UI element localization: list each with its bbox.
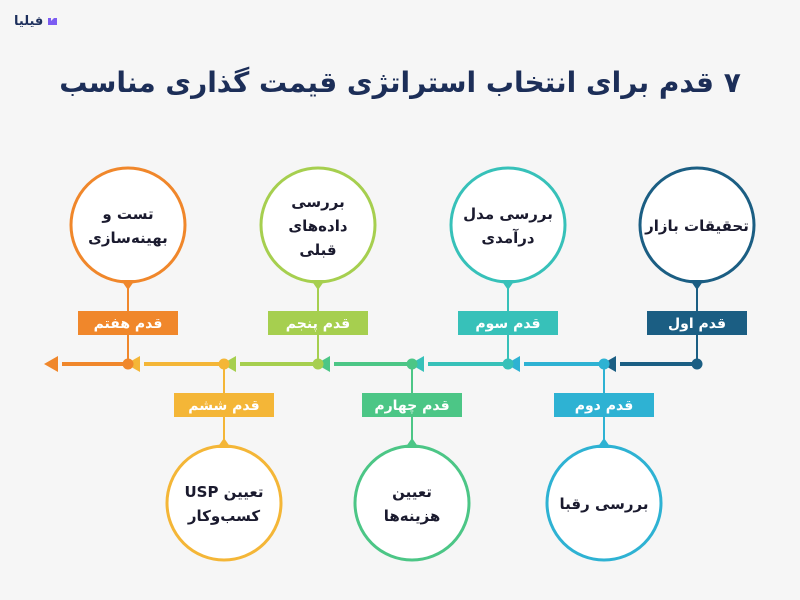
step-3-dot (502, 358, 514, 370)
page-title: ۷ قدم برای انتخاب استراتژی قیمت گذاری من… (59, 66, 741, 99)
step-7-text-line: تست و (101, 205, 153, 223)
step-5-label-bg (268, 311, 368, 335)
brand-name: فیلیا (14, 14, 44, 29)
step-2-label-bg (554, 393, 654, 417)
step-3-label: قدم سوم (475, 316, 540, 332)
step-1: قدم اول تحقیقات بازار (638, 166, 756, 370)
step-3-text-line: درآمدی (481, 229, 534, 247)
step-4-dot (406, 358, 418, 370)
step-4-label-bg (362, 393, 462, 417)
timeline-segment-7 (44, 356, 128, 372)
step-2-dot (598, 358, 610, 370)
step-7: قدم هفتم تست و بهینه‌سازی (69, 166, 187, 370)
step-1-text-line: تحقیقات بازار (644, 217, 749, 235)
timeline-segment-6 (126, 356, 224, 372)
step-7-bubble (69, 166, 187, 284)
step-6-text-line: تعیین USP (184, 483, 263, 501)
step-1-label-bg (647, 311, 747, 335)
step-7-label: قدم هفتم (94, 316, 163, 332)
step-5-dot (312, 358, 324, 370)
step-3-bubble (449, 166, 567, 284)
timeline-segment-3 (410, 356, 508, 372)
brand-logo: فیلیا (14, 14, 58, 29)
step-6: قدم ششم تعیین USP کسب‌وکار (165, 358, 283, 562)
timeline-segment-5 (222, 356, 318, 372)
step-7-text-line: بهینه‌سازی (88, 229, 168, 247)
step-2-label: قدم دوم (575, 398, 634, 414)
timeline-segment-2 (506, 356, 604, 372)
step-5-text-line: داده‌های (288, 217, 347, 235)
step-2-text-line: بررسی رقبا (560, 495, 649, 513)
step-6-bubble (165, 444, 283, 562)
step-4-text-line: هزینه‌ها (384, 507, 441, 525)
step-1-dot (691, 358, 703, 370)
step-5-text-line: بررسی (291, 193, 345, 211)
timeline-segment-4 (316, 356, 412, 372)
step-4-label: قدم چهارم (374, 398, 449, 414)
step-7-label-bg (78, 311, 178, 335)
step-4-text-line: تعیین (392, 483, 432, 501)
step-6-text-line: کسب‌وکار (187, 507, 260, 525)
step-3-label-bg (458, 311, 558, 335)
step-5-label: قدم پنجم (286, 316, 350, 332)
timeline-segment-1 (602, 356, 697, 372)
step-2: قدم دوم بررسی رقبا (545, 358, 663, 562)
step-6-label: قدم ششم (188, 398, 259, 414)
step-3-text-line: بررسی مدل (463, 205, 553, 223)
step-5-text-line: قبلی (299, 241, 336, 259)
brand-icon (48, 18, 58, 25)
step-4-bubble (353, 444, 471, 562)
step-1-label: قدم اول (668, 316, 726, 332)
step-7-dot (122, 358, 134, 370)
step-5: قدم پنجم بررسی داده‌های قبلی (259, 166, 377, 370)
step-6-label-bg (174, 393, 274, 417)
step-6-dot (218, 358, 230, 370)
step-4: قدم چهارم تعیین هزینه‌ها (353, 358, 471, 562)
step-3: قدم سوم بررسی مدل درآمدی (449, 166, 567, 370)
